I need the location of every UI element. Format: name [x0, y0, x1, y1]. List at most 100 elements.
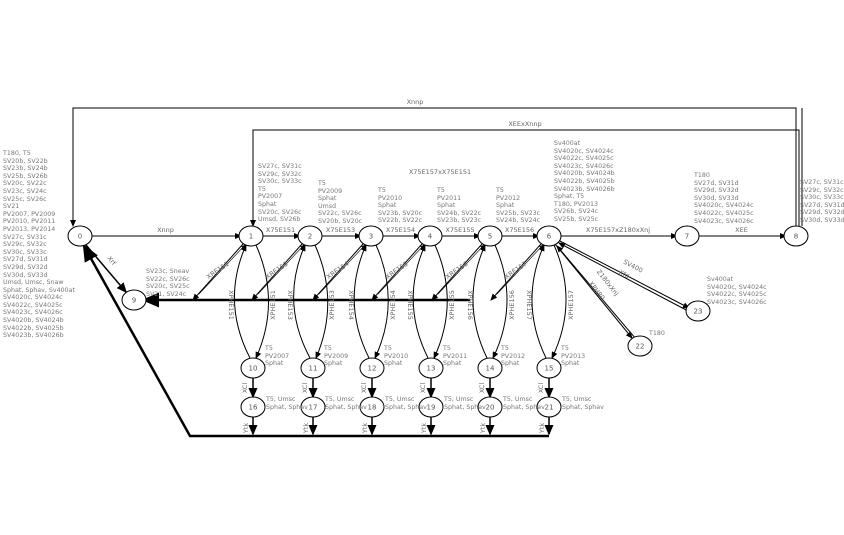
state-2-conditions: T5 PV2009 Sphat Umsd SV22c, SV26c SV20b,… — [318, 180, 363, 225]
state-10-conditions: T5 PV2007 Sphat — [265, 345, 290, 368]
edge-10-1 — [234, 244, 251, 359]
state-node-23 — [685, 300, 711, 322]
state-node-0 — [67, 225, 93, 247]
edge-label-7-8: XEE — [735, 226, 748, 234]
down-label-2: XPHE153 — [328, 290, 336, 320]
edge-4-13 — [433, 244, 448, 359]
up-label-4: XPHE155 — [406, 290, 414, 320]
state-node-label-17: 17 — [309, 404, 318, 412]
reset-label-2: XRE153 — [264, 260, 289, 281]
up-label-1: XPHE151 — [227, 290, 235, 320]
state-node-label-10: 10 — [249, 365, 258, 373]
reset-label-4: XRE155 — [384, 260, 409, 281]
state-node-label-1: 1 — [249, 233, 253, 241]
edge-6-23 — [557, 239, 690, 309]
reset-return-2 — [257, 244, 305, 295]
edge-13-4 — [412, 244, 429, 359]
state-node-label-0: 0 — [78, 233, 82, 241]
edge-5-14 — [492, 244, 508, 359]
state-11-conditions: T5 PV2009 Sphat — [324, 345, 349, 368]
state-node-label-23: 23 — [694, 308, 703, 316]
state-node-17 — [300, 396, 326, 418]
state-node-1 — [238, 225, 264, 247]
edge-6-22 — [554, 243, 633, 339]
state-node-label-20: 20 — [486, 404, 495, 412]
reset-edge-6 — [490, 243, 542, 301]
reset-return-4 — [377, 244, 425, 295]
down-label-4: XPHE155 — [448, 290, 456, 320]
bottom-label-17: Ytk — [302, 423, 310, 435]
state-1-conditions: SV27c, SV31c SV29c, SV32c SV30c, SV33c T… — [258, 163, 302, 224]
edge-6-15 — [551, 244, 567, 359]
state-node-9 — [121, 289, 147, 311]
edge-3-12 — [374, 244, 389, 359]
state-13-conditions: T5 PV2011 Sphat — [443, 345, 468, 368]
state-16-conditions: T5, Umsc Sphat, Sphav — [266, 396, 308, 411]
state-node-label-11: 11 — [309, 365, 318, 373]
mid-label-12: XCl — [360, 383, 368, 394]
bottom-label-19: Ytk — [420, 423, 428, 435]
state-15-conditions: T5 PV2013 Sphat — [561, 345, 586, 368]
reset-label-6: XRE157 — [503, 260, 528, 281]
mid-label-10: XCl — [241, 383, 249, 394]
state-node-18 — [359, 396, 385, 418]
state-node-label-12: 12 — [368, 365, 377, 373]
state-5-conditions: T5 PV2012 Sphat SV25b, SV23c SV24b, SV24… — [496, 187, 541, 225]
down-label-6: XPHE157 — [567, 290, 575, 320]
reset-edge-2 — [251, 243, 303, 301]
edge-label-1-2: X75E151 — [266, 226, 295, 234]
reset-edge-3 — [312, 243, 364, 301]
state-6-conditions: Sv400at SV4020c, SV4024c SV4022c, SV4025… — [554, 140, 615, 223]
state-node-label-13: 13 — [427, 365, 436, 373]
state-12-conditions: T5 PV2010 Sphat — [384, 345, 409, 368]
edge-label-6-23b: Xfd — [617, 268, 630, 280]
state-node-label-5: 5 — [488, 233, 492, 241]
reset-return-1 — [198, 244, 246, 295]
return-bar-to-0 — [82, 243, 549, 438]
bottom-label-21: Ytk — [538, 423, 546, 435]
state-0-conditions: T180, T5 SV20b, SV22b SV23b, SV24b SV25b… — [3, 150, 75, 340]
state-node-label-7: 7 — [685, 233, 689, 241]
state-node-5 — [477, 225, 503, 247]
state-node-10 — [240, 357, 266, 379]
state-node-13 — [418, 357, 444, 379]
state-7-conditions: T180 SV27d, SV31d SV29d, SV32d SV30d, SV… — [694, 172, 754, 225]
state-node-16 — [240, 396, 266, 418]
state-node-12 — [359, 357, 385, 379]
state-node-7 — [674, 225, 700, 247]
state-node-20 — [477, 396, 503, 418]
up-label-3: XPHE154 — [347, 290, 355, 320]
state-node-4 — [417, 225, 443, 247]
bottom-label-16: Ytk — [242, 423, 250, 435]
state-19-conditions: T5, Umsc Sphat, Sphav — [444, 396, 486, 411]
loop-edge-8-to-0 — [70, 107, 797, 227]
state-node-label-3: 3 — [369, 233, 373, 241]
bottom-label-18: Ytk — [361, 423, 369, 435]
state-node-3 — [358, 225, 384, 247]
state-21-conditions: T5, Umsc Sphat, Sphav — [562, 396, 604, 411]
edge-label-4-5: X75E155 — [445, 226, 474, 234]
state-node-2 — [297, 225, 323, 247]
state-node-21 — [536, 396, 562, 418]
state-node-label-18: 18 — [368, 404, 377, 412]
reset-edge-4 — [371, 243, 423, 301]
state-node-15 — [536, 357, 562, 379]
state-node-label-14: 14 — [486, 365, 495, 373]
state-20-conditions: T5, Umsc Sphat, Sphav — [503, 396, 545, 411]
loop-label-xnnp: Xnnp — [407, 98, 424, 106]
state-4-conditions: T5 PV2011 Sphat SV24b, SV22c SV23b, SV23… — [437, 187, 482, 225]
loop-edge-8-to-1 — [250, 129, 800, 227]
state-node-label-6: 6 — [547, 233, 552, 241]
edge-label-3-4: X75E154 — [386, 226, 415, 234]
state-node-11 — [300, 357, 326, 379]
state-node-label-21: 21 — [545, 404, 554, 412]
state-node-label-22: 22 — [636, 343, 645, 351]
reset-edge-5 — [431, 243, 483, 301]
down-label-1: XPHE151 — [269, 290, 277, 320]
reset-return-6 — [496, 244, 544, 295]
state-node-label-4: 4 — [428, 233, 433, 241]
state-9-conditions: SV23c, Sneav SV22c, SV26c SV20c, SV25c S… — [146, 268, 190, 298]
state-node-22 — [627, 335, 653, 357]
